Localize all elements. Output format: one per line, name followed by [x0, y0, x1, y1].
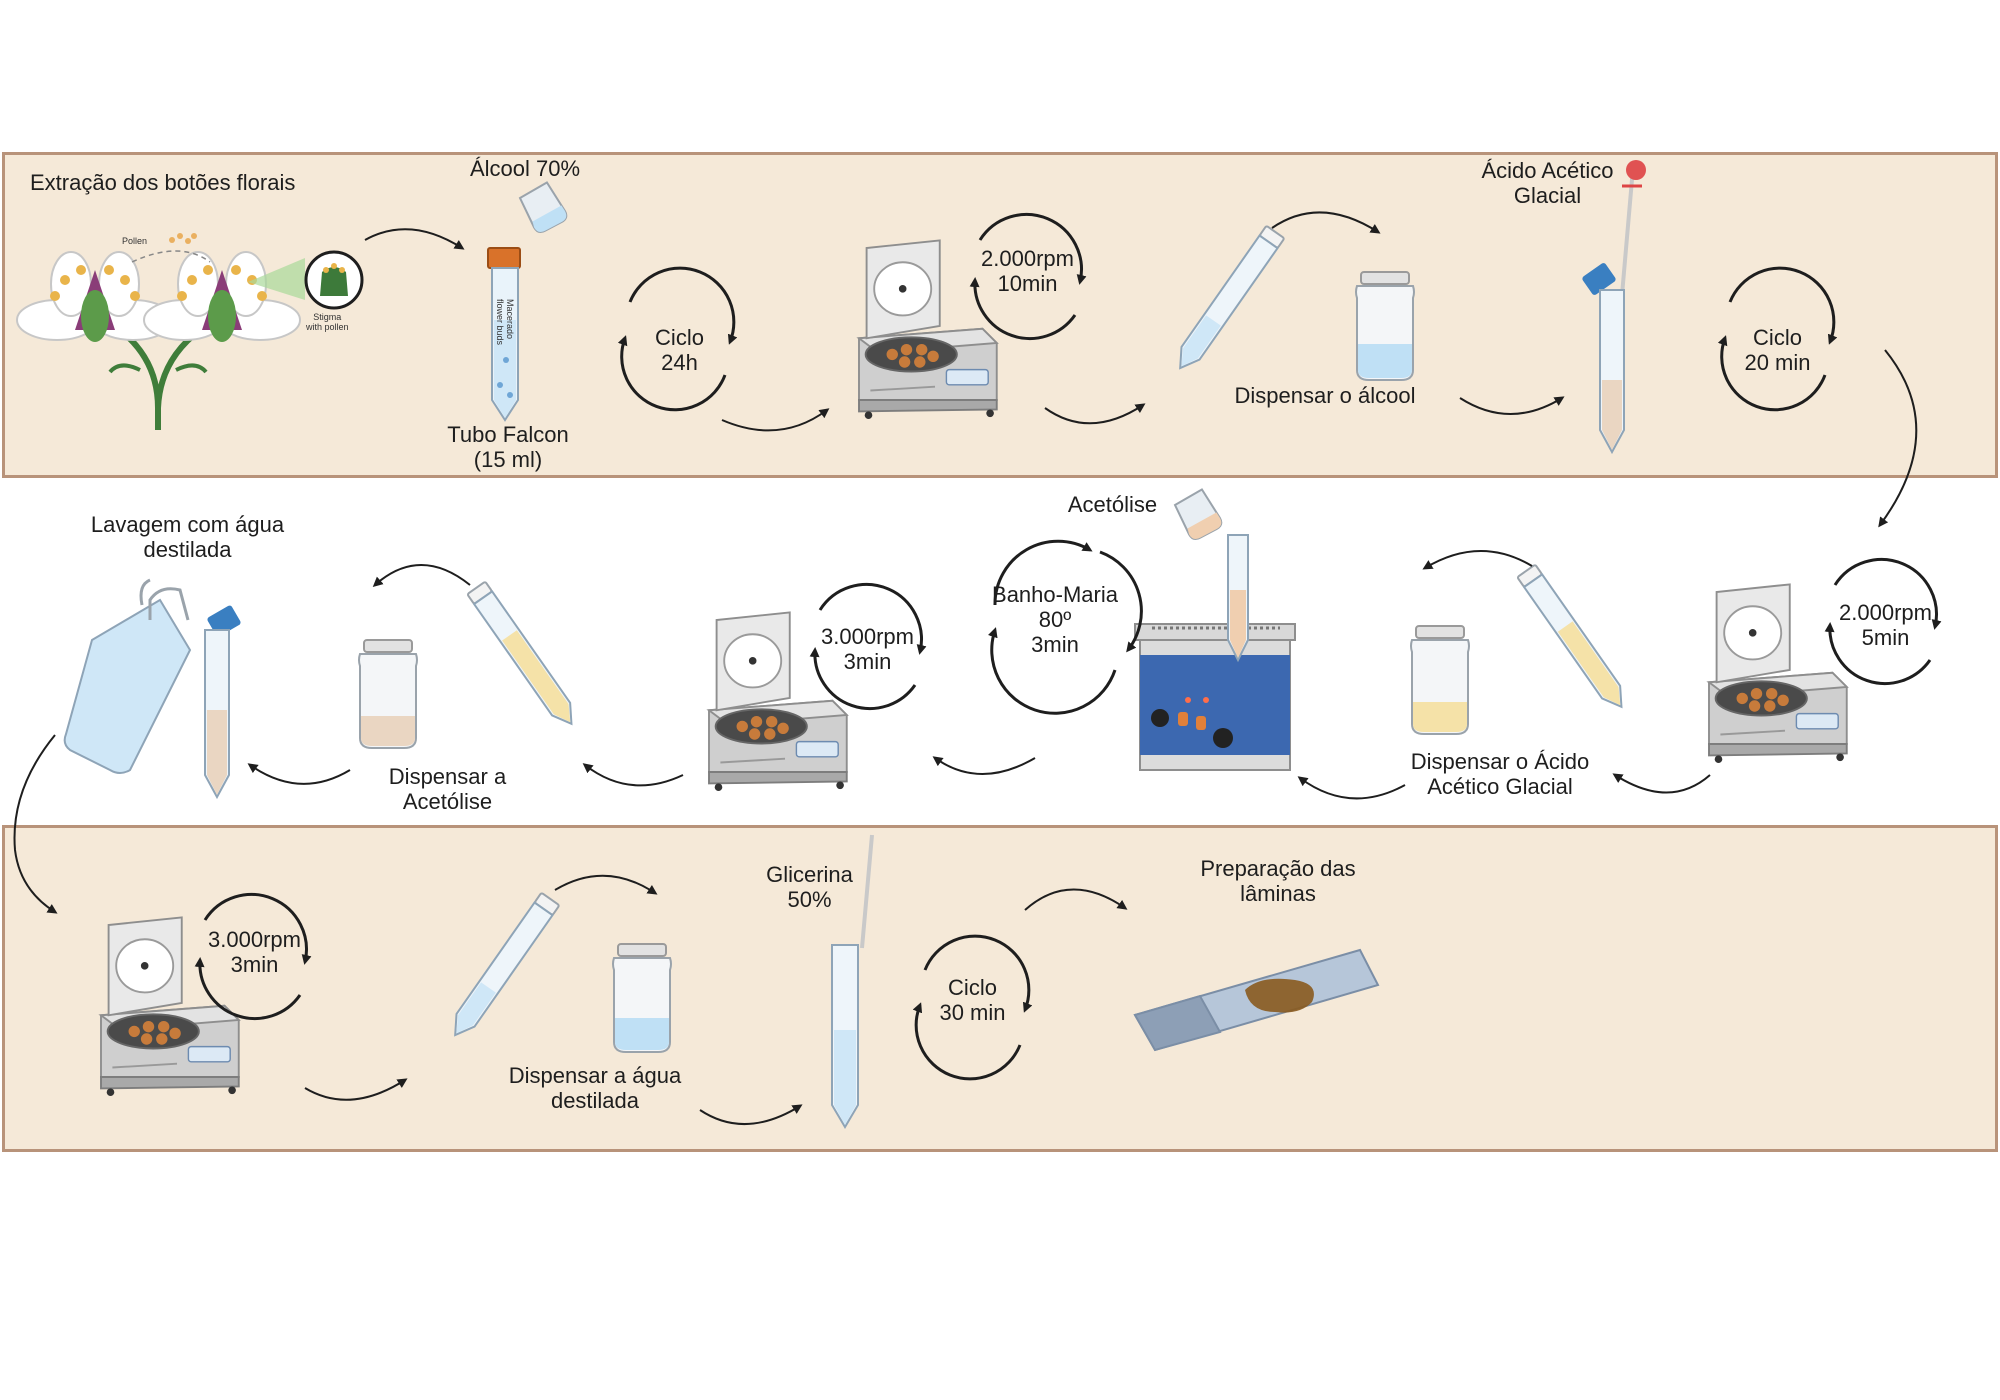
arrow-14: [13, 734, 58, 914]
bath-cycle-icon: [988, 539, 1143, 715]
spin-2000-5-label: 2.000rpm 5min: [1839, 600, 1932, 650]
arrow-7: [1612, 773, 1711, 794]
tube-text-label: Macerado flower buds: [495, 299, 515, 345]
falcon-tube-diagonal-3-icon: [467, 581, 573, 726]
spin-3000-3b-label: 3.000rpm 3min: [208, 927, 301, 977]
arrow-11: [582, 763, 684, 787]
jar-acetic-icon: [1410, 625, 1470, 735]
cycle-20min-label: Ciclo 20 min: [1744, 325, 1811, 375]
arrow-17: [699, 1104, 803, 1126]
arrow-6: [1878, 349, 1918, 528]
arrow-5: [1459, 396, 1565, 415]
beaker-acetolysis-icon: [1171, 485, 1225, 544]
acetic-label: Ácido Acético Glacial: [1481, 158, 1614, 208]
wash-tube-icon: [204, 605, 241, 800]
flowers-illustration: [16, 233, 364, 430]
alcohol-label: Álcool 70%: [469, 156, 581, 181]
bath-label: Banho-Maria 80º 3min: [992, 582, 1118, 657]
acetic-tube-icon: [1582, 160, 1646, 455]
stigma-label: Stigma with pollen: [306, 312, 349, 332]
arrow-8: [1422, 550, 1533, 570]
wash-bottle-icon: [63, 578, 192, 774]
arrow-2: [721, 408, 830, 432]
arrow-12: [372, 564, 471, 587]
band-step-1: [2, 152, 1998, 478]
cycle-20min-icon: [1717, 266, 1838, 412]
arrow-15: [304, 1078, 408, 1101]
centrifuge-2-icon: [1708, 583, 1848, 764]
acetolysis-label: Acetólise: [1067, 492, 1158, 517]
spin-2000-10-label: 2.000rpm 10min: [981, 246, 1074, 296]
jar-alcohol-icon: [1355, 271, 1415, 381]
arrow-18: [1024, 888, 1128, 911]
falcon-tube-diagonal-2-icon: [1517, 564, 1623, 709]
falcon-tube-diagonal-1-icon: [1179, 225, 1285, 370]
falcon-tube-diagonal-4-icon: [454, 892, 560, 1037]
beaker-alcohol-icon: [516, 178, 570, 237]
glycerin-tube-icon: [831, 834, 874, 1129]
glass-slide-icon: [1133, 948, 1380, 1052]
arrow-9: [1297, 776, 1406, 800]
dispense-water-label: Dispensar a água destilada: [508, 1063, 682, 1113]
arrow-4: [1271, 211, 1381, 234]
falcon-tube-icon: [487, 247, 521, 422]
cycle-30min-label: Ciclo 30 min: [939, 975, 1006, 1025]
cycle-30min-icon: [912, 934, 1033, 1081]
arrow-1: [364, 228, 465, 250]
spin-2000-5-icon: [1824, 557, 1942, 686]
glycerin-label: Glicerina 50%: [766, 862, 853, 912]
band-step-3: [2, 825, 1998, 1152]
arrow-13: [247, 763, 351, 785]
dispense-alcohol-label: Dispensar o álcool: [1234, 383, 1416, 408]
spin-3000-3-label: 3.000rpm 3min: [821, 624, 914, 674]
pollen-label: Pollen: [122, 236, 148, 246]
spin-2000-10-icon: [969, 212, 1087, 341]
arrow-3: [1044, 403, 1146, 425]
cycle-24h-label: Ciclo 24h: [655, 325, 704, 375]
cycle-24h-icon: [617, 266, 738, 412]
dispense-acetolysis-label: Dispensar a Acetólise: [388, 764, 507, 814]
extraction-label: Extração dos botões florais: [30, 170, 296, 195]
jar-water-icon: [612, 943, 672, 1053]
spin-3000-3b-icon: [194, 892, 312, 1021]
jar-acetolysis-icon: [358, 639, 418, 749]
falcon-label: Tubo Falcon (15 ml): [447, 422, 569, 472]
water-bath-icon: [1134, 534, 1296, 771]
wash-label: Lavagem com água destilada: [90, 512, 285, 562]
spin-3000-3-icon: [809, 582, 927, 711]
arrow-16: [554, 874, 658, 895]
slides-label: Preparação das lâminas: [1200, 856, 1356, 906]
arrow-10: [932, 756, 1036, 775]
dispense-acetic-label: Dispensar o Ácido Acético Glacial: [1410, 749, 1590, 799]
